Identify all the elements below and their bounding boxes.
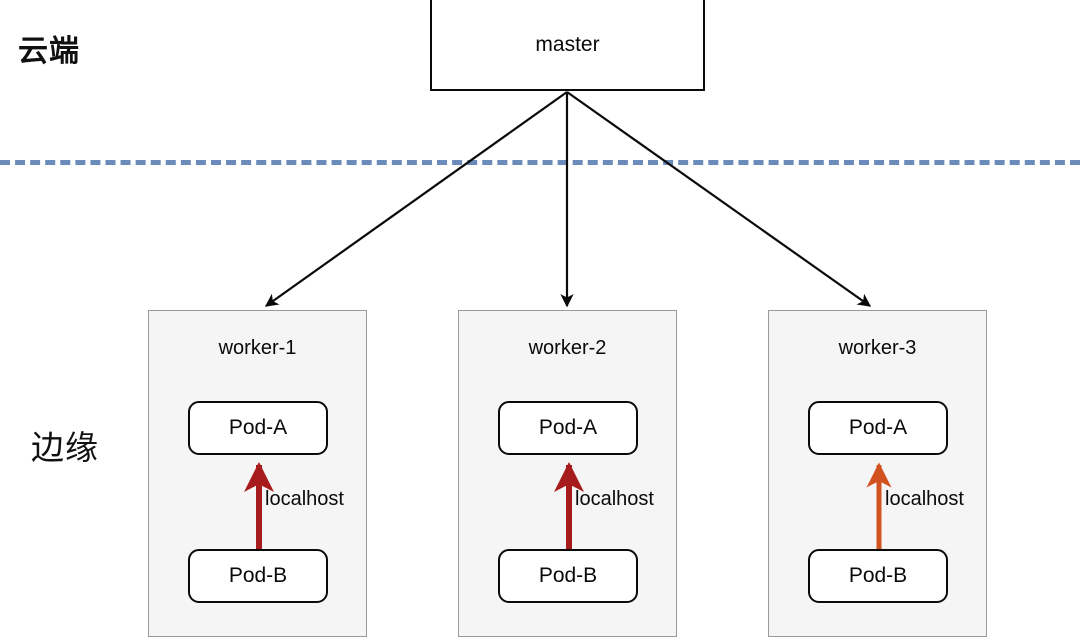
region-label-cloud: 云端 [18,35,80,68]
worker-2-link-label: localhost [575,488,654,510]
worker-node-1: worker-1 Pod-A localhost Pod-B [148,310,367,637]
worker-node-2-title: worker-2 [528,337,607,359]
worker-3-localhost-arrow [866,462,892,551]
worker-3-pod-a: Pod-A [808,401,948,455]
connector-master-worker1 [264,91,568,307]
connector-master-worker3 [566,91,872,307]
worker-1-localhost-arrow [244,462,274,551]
worker-1-pod-a: Pod-A [188,401,328,455]
worker-3-link-label: localhost [885,488,964,510]
worker-2-pod-b: Pod-B [498,549,638,603]
worker-2-pod-a: Pod-A [498,401,638,455]
worker-1-link-label: localhost [265,488,344,510]
region-label-edge: 边缘 [31,429,99,466]
master-node-label: master [535,32,600,56]
worker-2-localhost-arrow [554,462,584,551]
worker-3-pod-b: Pod-B [808,549,948,603]
worker-node-1-title: worker-1 [218,337,297,359]
master-node: master [430,0,705,91]
worker-node-3-title: worker-3 [838,337,917,359]
cloud-edge-divider [0,160,1080,165]
worker-1-pod-b: Pod-B [188,549,328,603]
worker-node-3: worker-3 Pod-A localhost Pod-B [768,310,987,637]
worker-node-2: worker-2 Pod-A localhost Pod-B [458,310,677,637]
